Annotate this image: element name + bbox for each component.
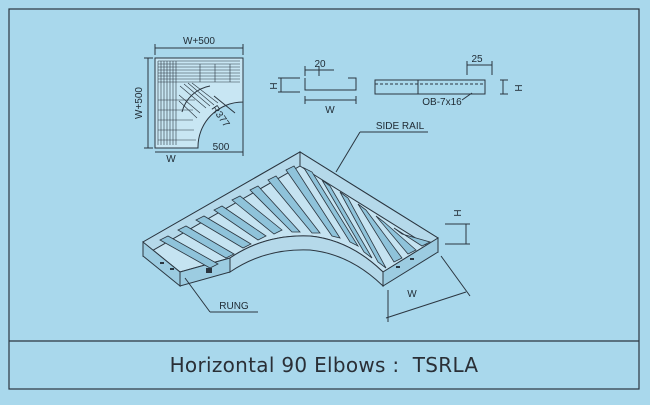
iso-height-label: H (453, 209, 464, 216)
side-rail-view (374, 61, 508, 101)
iso-side-rail-label: SIDE RAIL (376, 121, 425, 132)
rail-height: H (514, 84, 525, 91)
section-flange: 20 (314, 59, 326, 70)
outer-border (8, 8, 640, 390)
rail-slot: 25 (471, 54, 483, 65)
rail-hole: OB-7x16 (422, 97, 462, 108)
iso-rung-label: RUNG (219, 301, 249, 312)
plan-side-dim: W+500 (134, 87, 145, 119)
caption-area: Horizontal 90 Elbows : TSRLA (9, 341, 639, 389)
section-height: H (269, 82, 280, 89)
iso-width-label: W (407, 289, 417, 300)
plan-view (144, 44, 244, 156)
drawing-caption: Horizontal 90 Elbows : TSRLA (169, 353, 479, 377)
section-width: W (325, 105, 335, 116)
section-view (278, 66, 357, 104)
plan-bottom-w: W (166, 154, 176, 165)
plan-bottom-len: 500 (213, 142, 230, 153)
plan-top-dim: W+500 (183, 36, 215, 47)
iso-view (142, 131, 471, 322)
